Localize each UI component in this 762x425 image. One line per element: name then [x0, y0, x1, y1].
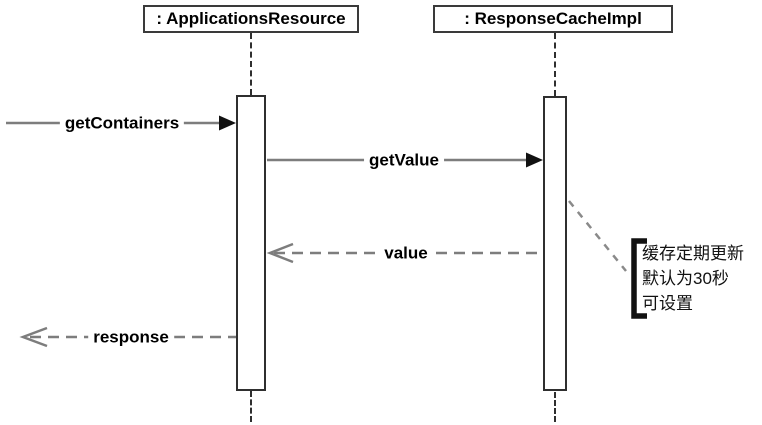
note-connector-line [568, 200, 627, 272]
lifeline-dashed-line-2-lower [554, 392, 556, 422]
lifeline-dashed-line-1-upper [250, 33, 252, 95]
lifeline-head-response-cache-impl: : ResponseCacheImpl [433, 5, 673, 33]
cache-note-line-3: 可设置 [642, 294, 693, 313]
lifeline-label-response-cache-impl: : ResponseCacheImpl [464, 9, 642, 28]
lifeline-label-applications-resource: : ApplicationsResource [156, 9, 346, 28]
cache-note-line-2: 默认为30秒 [642, 269, 729, 288]
activation-bar-response-cache-impl [543, 96, 567, 391]
message-label-get-containers: getContainers [59, 114, 185, 132]
activation-bar-applications-resource [236, 95, 266, 391]
return-arrowhead-icon [266, 242, 294, 264]
cache-note-line-1: 缓存定期更新 [642, 244, 744, 263]
message-label-value: value [379, 244, 433, 262]
return-arrowhead-icon [19, 326, 48, 348]
lifeline-dashed-line-1-lower [250, 391, 252, 422]
cache-note: 缓存定期更新 默认为30秒 可设置 [642, 241, 760, 316]
message-label-get-value: getValue [364, 151, 444, 169]
lifeline-head-applications-resource: : ApplicationsResource [143, 5, 359, 33]
message-label-response: response [88, 328, 174, 346]
sync-arrowhead-icon [526, 152, 543, 168]
lifeline-dashed-line-2-upper [554, 33, 556, 96]
sync-arrowhead-icon [219, 115, 236, 131]
